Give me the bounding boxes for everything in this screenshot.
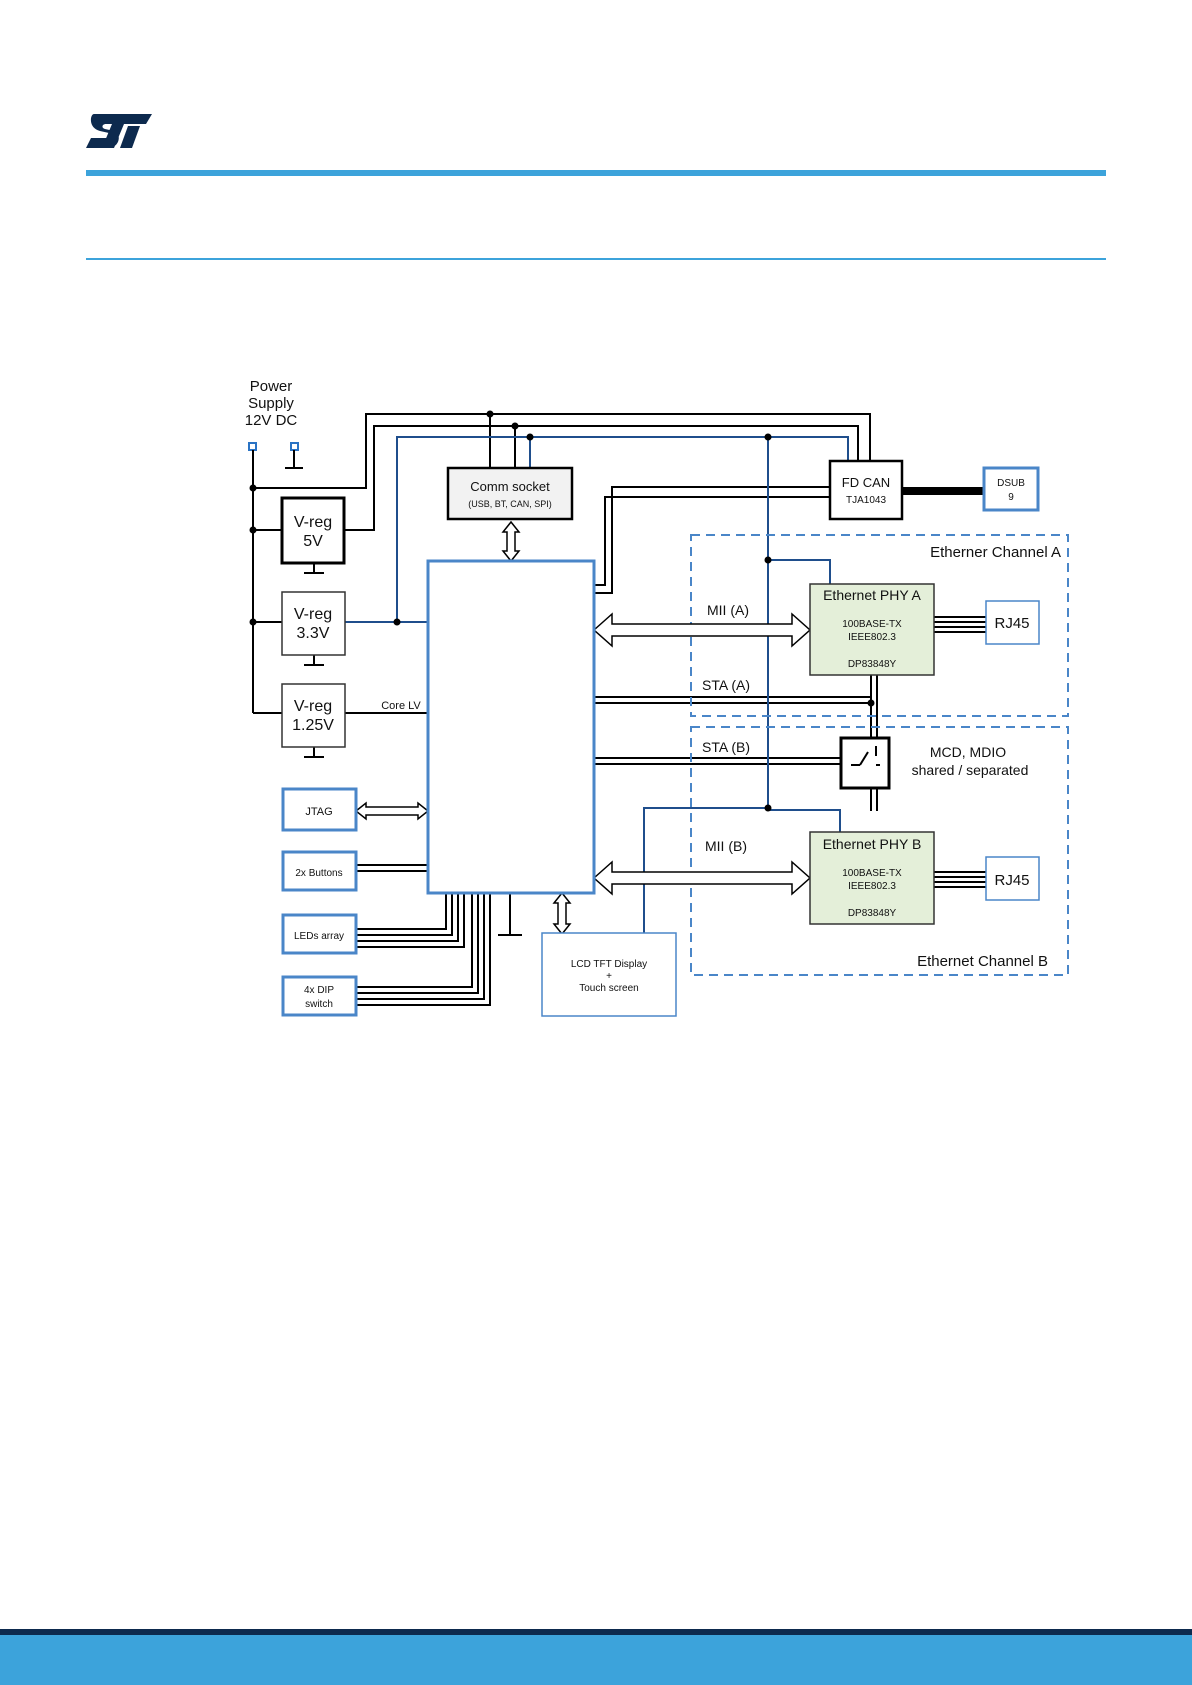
- ethernet-phy-a-box: [809, 583, 935, 676]
- header-rule: [86, 170, 1106, 176]
- vreg-5v-line2: 5V: [303, 533, 323, 550]
- dip-line1: 4x DIP: [304, 985, 334, 996]
- power-terminal-pos: [248, 442, 257, 451]
- footer-band: [0, 1635, 1192, 1685]
- mdio-line2: shared / separated: [912, 762, 1029, 778]
- jtag-bus-arrow: [354, 801, 430, 821]
- leds-box: [281, 913, 358, 955]
- channel-a-label: Etherner Channel A: [930, 544, 1061, 561]
- mii-a-bus-arrow: [592, 612, 812, 648]
- st-logo-icon: [86, 114, 152, 148]
- fd-can-box: [828, 459, 904, 521]
- mii-b-label: MII (B): [705, 838, 747, 854]
- phy-a-line3: DP83848Y: [848, 659, 897, 670]
- sta-a-label: STA (A): [702, 677, 750, 693]
- comm-socket-title: Comm socket: [470, 479, 550, 494]
- switch-icon: [851, 746, 880, 766]
- vreg-3v3-line2: 3.3V: [297, 625, 330, 642]
- mdio-switch-box: [839, 736, 891, 790]
- leds-label: LEDs array: [294, 931, 344, 942]
- fd-can-title: FD CAN: [842, 475, 890, 490]
- phy-a-title: Ethernet PHY A: [823, 587, 921, 603]
- vreg-1v25-line2: 1.25V: [292, 717, 334, 734]
- phy-b-line1: 100BASE-TX: [842, 868, 902, 879]
- lcd-bus-arrow: [552, 891, 572, 936]
- jtag-label: JTAG: [305, 806, 332, 818]
- phy-b-title: Ethernet PHY B: [823, 836, 922, 852]
- buttons-label: 2x Buttons: [295, 868, 342, 879]
- header-thin-rule: [86, 258, 1106, 260]
- core-lv-label: Core LV: [381, 700, 421, 712]
- vreg-3v3-box: [281, 591, 346, 656]
- power-terminal-neg: [290, 442, 299, 451]
- rj45-b-label: RJ45: [994, 872, 1029, 889]
- lcd-line3: Touch screen: [579, 983, 638, 994]
- phy-a-line1: 100BASE-TX: [842, 619, 902, 630]
- dsub-line2: 9: [1008, 492, 1014, 503]
- fd-can-sub: TJA1043: [846, 495, 886, 506]
- phy-b-line3: DP83848Y: [848, 908, 897, 919]
- rj45-a-label: RJ45: [994, 615, 1029, 632]
- phy-a-line2: IEEE802.3: [848, 632, 896, 643]
- lcd-line2: +: [606, 971, 612, 982]
- mdio-line1: MCD, MDIO: [930, 744, 1006, 760]
- sta-b-label: STA (B): [702, 739, 750, 755]
- comm-socket-sub: (USB, BT, CAN, SPI): [468, 499, 552, 509]
- phy-b-line2: IEEE802.3: [848, 881, 896, 892]
- buttons-box: [281, 850, 358, 892]
- mii-b-bus-arrow: [592, 860, 812, 896]
- dip-line2: switch: [305, 999, 333, 1010]
- mcu-block: [426, 559, 596, 895]
- power-label-line1: Power: [250, 378, 293, 395]
- lcd-line1: LCD TFT Display: [571, 959, 647, 970]
- comm-socket-box: [446, 466, 574, 521]
- power-label-line3: 12V DC: [245, 412, 298, 429]
- ethernet-channel-b-region: [690, 726, 1069, 976]
- power-label-line2: Supply: [248, 395, 294, 412]
- vreg-1v25-box: [281, 683, 346, 748]
- jtag-box: [281, 787, 358, 832]
- ethernet-phy-b-box: [809, 831, 935, 925]
- vreg-5v-line1: V-reg: [294, 514, 332, 531]
- mii-a-label: MII (A): [707, 602, 749, 618]
- comm-bus-arrow: [501, 520, 521, 563]
- rj45-a-box: [985, 600, 1040, 645]
- dsub-box: [982, 466, 1040, 512]
- vreg-5v-box: [280, 496, 346, 565]
- dsub-line1: DSUB: [997, 478, 1025, 489]
- vreg-3v3-line1: V-reg: [294, 606, 332, 623]
- lcd-box: [541, 932, 677, 1017]
- rj45-b-box: [985, 856, 1040, 901]
- footer-dark-band: [0, 1629, 1192, 1635]
- channel-b-label: Ethernet Channel B: [917, 953, 1048, 970]
- vreg-1v25-line1: V-reg: [294, 698, 332, 715]
- dip-box: [281, 975, 358, 1017]
